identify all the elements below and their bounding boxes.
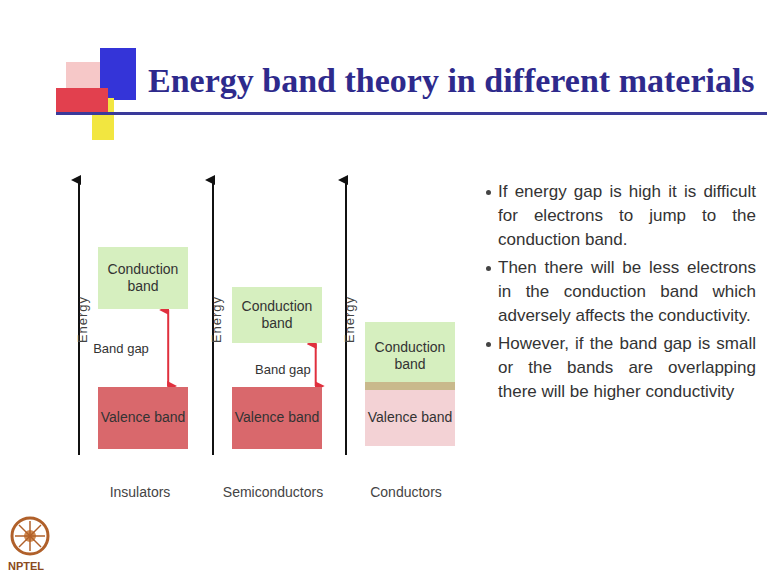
band-label: Conduction band bbox=[232, 298, 322, 333]
bullet-dot bbox=[486, 266, 491, 271]
logo-text: NPTEL bbox=[8, 560, 44, 572]
nptel-logo bbox=[12, 518, 48, 554]
band-gap-label: Band gap bbox=[254, 362, 312, 377]
valence-band: Valence band bbox=[98, 387, 188, 449]
bullet-text: Then there will be less electrons in the… bbox=[498, 256, 756, 328]
band-label: Valence band bbox=[235, 409, 320, 427]
material-caption: Conductors bbox=[370, 484, 442, 500]
bullet-dot bbox=[486, 342, 491, 347]
band-gap-arrow bbox=[315, 344, 317, 386]
band-label: Conduction band bbox=[365, 339, 455, 374]
axis-label: Energy bbox=[209, 296, 224, 343]
material-caption: Insulators bbox=[110, 484, 171, 500]
valence-band: Valence band bbox=[365, 390, 455, 446]
band-label: Valence band bbox=[368, 409, 453, 427]
conduction-band: Conduction band bbox=[232, 287, 322, 343]
band-gap-arrow bbox=[167, 310, 169, 386]
axis-label: Energy bbox=[342, 296, 357, 343]
deco-block bbox=[56, 88, 108, 114]
conduction-band: Conduction band bbox=[98, 247, 188, 309]
band-gap-label: Band gap bbox=[92, 341, 150, 356]
bullet-dot bbox=[486, 190, 491, 195]
valence-band: Valence band bbox=[232, 387, 322, 449]
bullet-text: If energy gap is high it is difficult fo… bbox=[498, 180, 756, 252]
axis-label: Energy bbox=[75, 296, 90, 343]
title: Energy band theory in different material… bbox=[148, 62, 755, 100]
band-label: Valence band bbox=[101, 409, 186, 427]
band-label: Conduction band bbox=[98, 261, 188, 296]
title-rule bbox=[56, 112, 767, 115]
conduction-band: Conduction band bbox=[365, 322, 455, 390]
bullet-text: However, if the band gap is small or the… bbox=[498, 332, 756, 404]
material-caption: Semiconductors bbox=[223, 484, 323, 500]
